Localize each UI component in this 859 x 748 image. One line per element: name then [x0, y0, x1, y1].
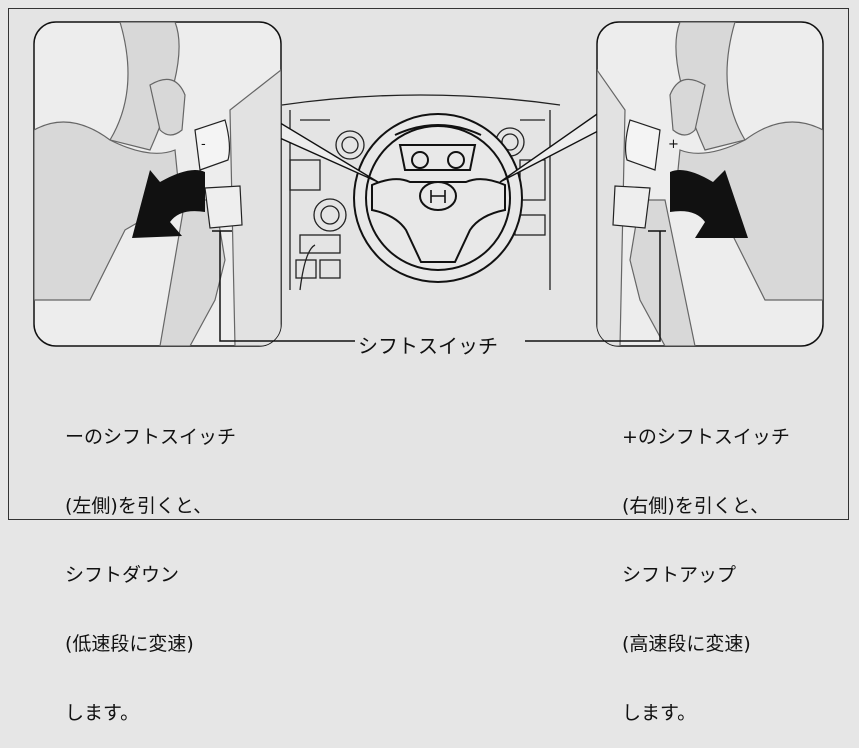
right-detail-panel: +: [596, 21, 824, 347]
right-caption: +のシフトスイッチ (右側)を引くと、 シフトアップ (高速段に変速) します。: [622, 380, 790, 748]
shift-down-arrow: [132, 169, 205, 238]
right-caption-line: (高速段に変速): [622, 633, 751, 655]
steering-paddle-diagram: - +: [33, 21, 824, 347]
left-caption-line: します。: [65, 702, 140, 724]
left-caption-line: ーのシフトスイッチ: [65, 426, 237, 448]
steering-wheel: [353, 113, 523, 283]
right-caption-line: +のシフトスイッチ: [622, 426, 790, 448]
left-caption-line: シフトダウン: [65, 564, 180, 586]
minus-paddle-mark: -: [201, 137, 206, 152]
callout-lines: [219, 231, 661, 342]
right-caption-line: します。: [622, 702, 697, 724]
right-caption-line: シフトアップ: [622, 564, 737, 586]
plus-paddle-mark: +: [668, 137, 679, 152]
left-detail-panel: -: [33, 21, 282, 347]
shift-up-arrow: [670, 169, 748, 238]
left-caption: ーのシフトスイッチ (左側)を引くと、 シフトダウン (低速段に変速) します。: [65, 380, 236, 748]
left-caption-line: (低速段に変速): [65, 633, 194, 655]
right-caption-line: (右側)を引くと、: [622, 495, 770, 517]
left-caption-line: (左側)を引くと、: [65, 495, 213, 517]
shift-switch-label: シフトスイッチ: [355, 330, 501, 359]
